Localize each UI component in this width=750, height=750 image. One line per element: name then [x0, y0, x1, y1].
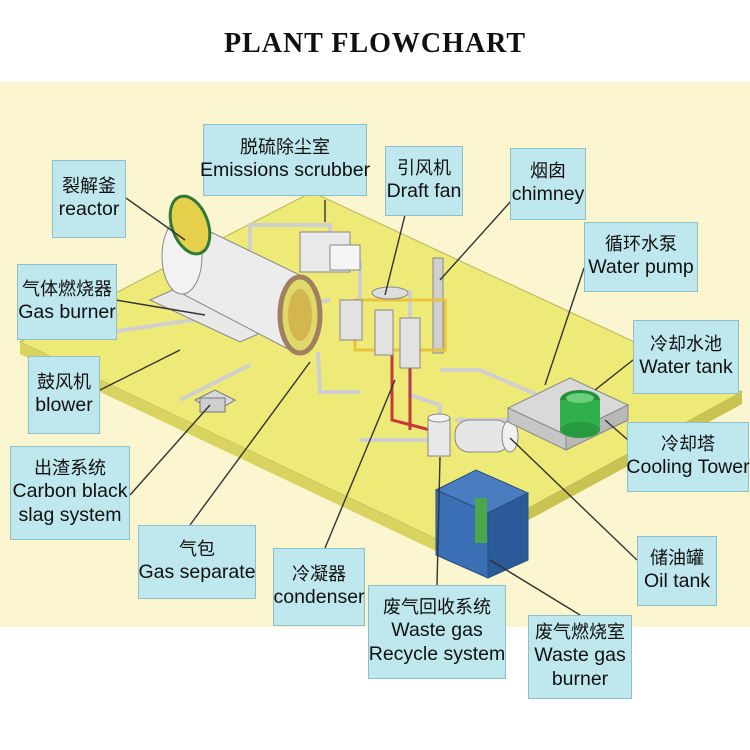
condenser-frame [339, 286, 447, 369]
label-condenser-en: condenser [273, 586, 365, 609]
label-cooling-tower: 冷却塔 Cooling Tower [626, 422, 750, 492]
label-water-tank: 冷却水池 Water tank [633, 320, 739, 394]
label-gas-separate: 气包 Gas separate [138, 525, 256, 599]
label-chimney-en: chimney [511, 183, 585, 206]
label-draft-fan: 引风机 Draft fan [385, 146, 463, 216]
chimney-stack [432, 257, 444, 354]
leader-lines [99, 197, 638, 616]
label-slag-system: 出渣系统 Carbon black slag system [10, 446, 130, 540]
label-reactor-en: reactor [58, 198, 120, 221]
oil-tank-vessel [454, 419, 519, 453]
label-oil-tank-zh: 储油罐 [650, 548, 704, 570]
red-pipes [390, 350, 431, 432]
cooling-tower-unit [560, 390, 600, 438]
label-gas-burner-en: Gas burner [18, 301, 116, 324]
label-chimney-zh: 烟囱 [530, 161, 566, 183]
blower-unit [193, 389, 237, 413]
label-waste-gas-burner-zh: 废气燃烧室 [535, 622, 625, 644]
label-draft-fan-zh: 引风机 [397, 158, 451, 180]
label-waste-gas-recycle-en2: Recycle system [368, 642, 506, 665]
label-waste-gas-recycle: 废气回收系统 Waste gas Recycle system [368, 585, 506, 679]
label-cooling-tower-zh: 冷却塔 [661, 434, 715, 456]
label-water-pump: 循环水泵 Water pump [584, 222, 698, 292]
label-waste-gas-burner-en2: burner [551, 667, 609, 690]
scrubber-unit [299, 231, 361, 273]
label-water-pump-zh: 循环水泵 [605, 234, 677, 256]
reactor-drum [161, 194, 323, 356]
label-gas-separate-zh: 气包 [179, 539, 215, 561]
label-scrubber-en: Emissions scrubber [199, 159, 371, 182]
label-condenser: 冷凝器 condenser [273, 548, 365, 626]
label-cooling-tower-en: Cooling Tower [626, 456, 750, 479]
label-draft-fan-en: Draft fan [386, 180, 462, 203]
label-slag-system-en2: slag system [18, 503, 122, 526]
label-gas-separate-en: Gas separate [138, 561, 256, 584]
label-water-tank-en: Water tank [639, 356, 733, 379]
label-scrubber: 脱硫除尘室 Emissions scrubber [199, 124, 371, 196]
label-slag-system-en1: Carbon black [12, 480, 128, 503]
label-slag-system-zh: 出渣系统 [34, 458, 106, 480]
label-waste-gas-recycle-en1: Waste gas [391, 619, 483, 642]
label-blower-en: blower [35, 394, 93, 417]
label-condenser-zh: 冷凝器 [292, 564, 346, 586]
page-title: PLANT FLOWCHART [223, 28, 527, 59]
label-reactor-zh: 裂解釜 [62, 176, 116, 198]
slag-box [434, 469, 530, 579]
label-chimney: 烟囱 chimney [510, 148, 586, 220]
label-gas-burner-zh: 气体燃烧器 [22, 279, 112, 301]
label-scrubber-zh: 脱硫除尘室 [240, 137, 330, 159]
label-waste-gas-recycle-zh: 废气回收系统 [383, 597, 491, 619]
label-waste-gas-burner-en1: Waste gas [534, 644, 626, 667]
label-waste-gas-burner: 废气燃烧室 Waste gas burner [528, 615, 632, 699]
label-oil-tank: 储油罐 Oil tank [637, 536, 717, 606]
label-water-tank-zh: 冷却水池 [650, 334, 722, 356]
label-water-pump-en: Water pump [588, 256, 694, 279]
label-blower-zh: 鼓风机 [37, 372, 91, 394]
label-reactor: 裂解釜 reactor [52, 160, 126, 238]
label-oil-tank-en: Oil tank [643, 570, 711, 593]
label-gas-burner: 气体燃烧器 Gas burner [17, 264, 117, 340]
label-blower: 鼓风机 blower [28, 356, 100, 434]
gas-separator-tank [427, 413, 451, 457]
